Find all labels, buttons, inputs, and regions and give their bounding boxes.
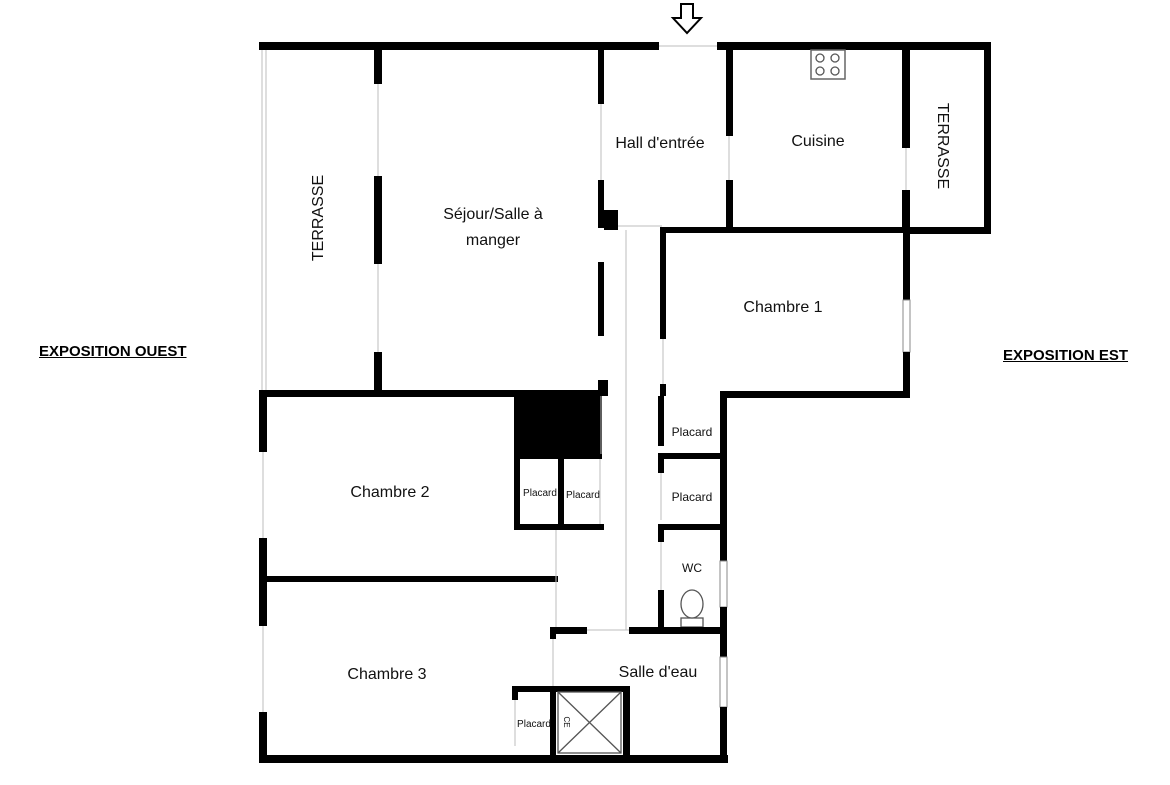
wall-terrasse-sejour-3 (374, 352, 382, 394)
exposition-ouest-label: EXPOSITION OUEST (39, 343, 187, 360)
wall-placards-bottom (514, 524, 604, 530)
wall-chambre1-left-2 (660, 384, 666, 396)
wall-right-col-left-3 (658, 524, 664, 542)
wall-salle-eau-right (720, 707, 727, 763)
cuisine-label: Cuisine (791, 133, 844, 150)
placard-e-label: Placard (517, 719, 551, 730)
salle-eau-label: Salle d'eau (619, 664, 698, 681)
wall-sejour-hall-4 (598, 380, 608, 396)
wall-placard-mid (558, 454, 564, 530)
chambre1-label: Chambre 1 (743, 299, 822, 316)
wall-placard-c-bottom (658, 453, 727, 459)
chambre2-label: Chambre 2 (350, 484, 429, 501)
wall-right-col-right (720, 391, 727, 561)
wall-sejour-hall-1 (598, 50, 604, 104)
wall-hall-cuisine-2 (726, 180, 733, 232)
wall-top-left (259, 42, 659, 50)
placard-c-label: Placard (672, 425, 713, 439)
stove-icon (810, 49, 846, 80)
shower-icon (557, 691, 622, 754)
terrasse-west-label: TERRASSE (310, 175, 327, 261)
sejour-label-line1: Séjour/Salle à (443, 206, 543, 223)
wall-right-col-left-2 (658, 459, 664, 473)
wall-chambre2-chambre3 (267, 576, 558, 582)
wall-salle-eau-top-1 (553, 627, 587, 634)
ce-label: CE (562, 716, 571, 727)
wall-left-outer-2 (259, 538, 267, 626)
wall-placard-e-right (550, 686, 556, 762)
wall-salle-eau-top-2 (629, 627, 727, 634)
wall-placard-a-left (514, 454, 520, 530)
terrasse-east-label: TERRASSE (934, 103, 951, 189)
wall-terrasse-sejour-1 (374, 50, 382, 84)
toilet-icon (680, 589, 704, 628)
wall-shower-right (623, 686, 630, 762)
hall-label: Hall d'entrée (615, 135, 704, 152)
window-salle-eau (719, 656, 728, 708)
wall-east-terrasse-bottom (906, 227, 991, 234)
storage-block (514, 390, 602, 454)
placard-d-label: Placard (672, 490, 713, 504)
pillar-hall (604, 210, 618, 230)
wall-top-right (717, 42, 990, 50)
wall-placard-e-top (512, 686, 630, 692)
placard-a-label: Placard (523, 488, 557, 499)
wall-cuisine-terrasse-1 (902, 50, 910, 148)
chambre3-label: Chambre 3 (347, 666, 426, 683)
wall-placard-d-bottom (658, 524, 727, 530)
wall-salle-eau-left (550, 627, 556, 639)
wall-sejour-hall-2 (598, 180, 604, 228)
exposition-est-label: EXPOSITION EST (1003, 347, 1129, 364)
wall-terrasse-sejour-2 (374, 176, 382, 264)
wall-chambre1-right-2 (903, 352, 910, 398)
wall-chambre1-bottom (720, 391, 910, 398)
wall-chambre1-left-1 (660, 227, 666, 339)
wall-wc-left (658, 590, 664, 634)
placard-b-label: Placard (566, 490, 600, 501)
window-chambre1 (902, 299, 911, 353)
wall-chambre2-top (259, 390, 518, 397)
sejour-label-line2: manger (466, 232, 521, 249)
wall-bottom (259, 755, 728, 763)
wall-left-outer-3 (259, 712, 267, 762)
wall-placard-e-left (512, 686, 518, 700)
wall-chambre1-right-1 (903, 227, 910, 300)
window-wc (719, 560, 728, 608)
wall-hall-cuisine-1 (726, 50, 733, 136)
wall-east-terrasse (984, 42, 991, 234)
wall-chambre1-top (660, 227, 910, 233)
down-arrow-icon (670, 3, 704, 35)
wall-sejour-hall-3 (598, 262, 604, 336)
wall-cuisine-terrasse-2 (902, 190, 910, 232)
wall-right-col-left-1 (658, 396, 664, 446)
wc-label: WC (682, 561, 702, 575)
wall-left-outer-1 (259, 390, 267, 452)
